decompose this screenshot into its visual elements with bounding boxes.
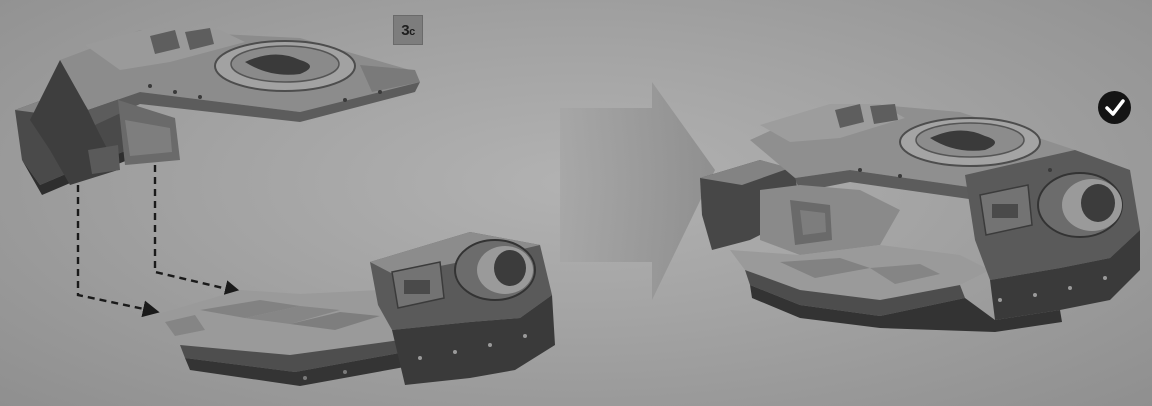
arrow-right-icon	[560, 82, 715, 300]
dashed-arrow-icon	[78, 165, 240, 312]
lower-chassis-part	[145, 232, 555, 386]
upper-hull-part	[15, 28, 420, 195]
step-number: 3	[401, 22, 409, 39]
assembled-hull-part	[700, 104, 1140, 332]
check-circle-icon	[1098, 91, 1131, 124]
step-letter: c	[409, 26, 415, 38]
